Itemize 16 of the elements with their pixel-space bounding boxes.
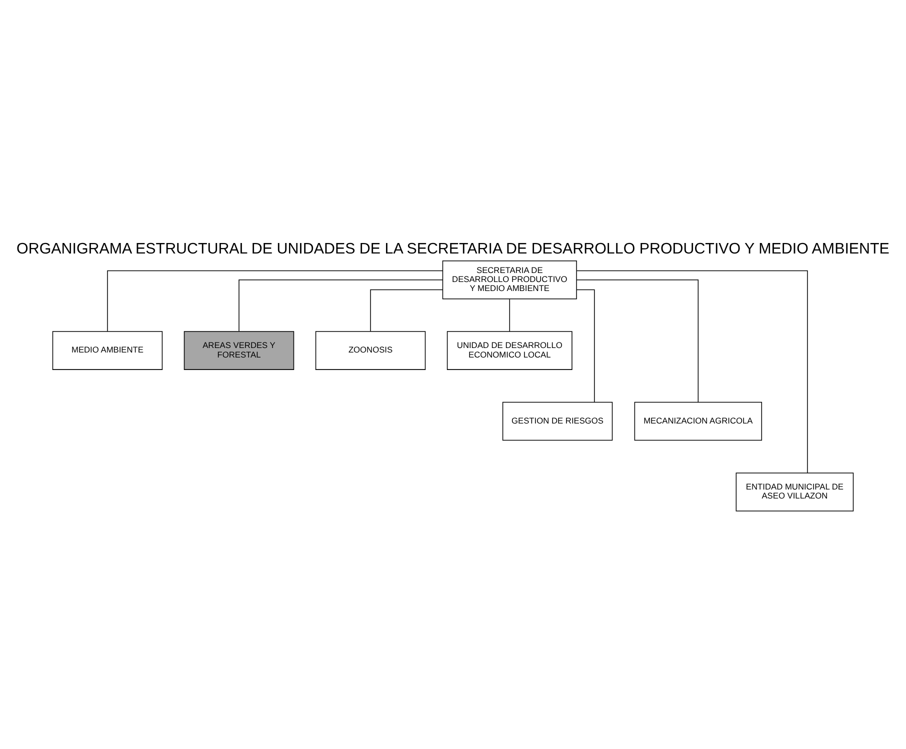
connector bbox=[238, 279, 444, 332]
connector bbox=[576, 270, 808, 474]
connector bbox=[107, 270, 443, 332]
node-box: ENTIDAD MUNICIPAL DE ASEO VILLAZON bbox=[736, 472, 854, 512]
connector bbox=[576, 289, 595, 402]
connector bbox=[576, 279, 699, 403]
node-box: UNIDAD DE DESARROLLO ECONOMICO LOCAL bbox=[446, 331, 572, 370]
connector bbox=[370, 289, 444, 332]
node-box: SECRETARIA DE DESARROLLO PRODUCTIVO Y MEDIO AMBIENTE bbox=[442, 260, 577, 300]
node-box: AREAS VERDES Y FORESTAL bbox=[184, 331, 294, 370]
node-box: MEDIO AMBIENTE bbox=[52, 331, 163, 370]
node-box: ZOONOSIS bbox=[315, 331, 426, 370]
diagram-title: ORGANIGRAMA ESTRUCTURAL DE UNIDADES DE LA SECRETARIA DE DESARROLLO PRODUCTIVO Y MEDIO AMBIENTE bbox=[16, 240, 890, 258]
connector bbox=[509, 298, 510, 332]
node-box: MECANIZACION AGRICOLA bbox=[634, 402, 762, 441]
node-box: GESTION DE RIESGOS bbox=[502, 402, 613, 441]
